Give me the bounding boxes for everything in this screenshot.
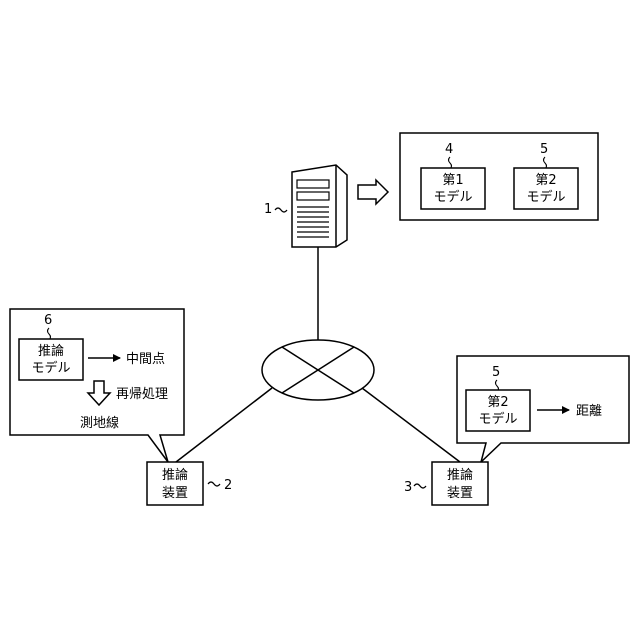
device-b-ref: 3 [404, 480, 412, 495]
callout-a-result: 測地線 [80, 415, 119, 431]
callout-b-model-ref: 5 [492, 365, 500, 380]
callout-b-model-line1: 第2 [487, 395, 508, 410]
device-b-line2: 装置 [447, 486, 473, 501]
callout-b-model-line2: モデル [478, 411, 517, 427]
device-b-ref-tilde [414, 484, 426, 488]
server-ref-tilde [275, 208, 287, 212]
device-a-line2: 装置 [162, 486, 188, 501]
callout-b-output: 距離 [576, 404, 602, 419]
model1-line2: モデル [433, 189, 472, 205]
device-b-line1: 推論 [447, 467, 473, 483]
callout-a-model-ref: 6 [44, 313, 52, 328]
network-device-b-link [362, 388, 460, 462]
hollow-arrow-icon [358, 180, 388, 204]
model1-ref: 4 [445, 142, 453, 157]
network-icon [262, 340, 374, 400]
model2-ref: 5 [540, 142, 548, 157]
device-a-ref: 2 [224, 478, 232, 493]
callout-a-model-line1: 推論 [38, 343, 64, 359]
model2-line2: モデル [526, 189, 565, 205]
model2-line1: 第2 [535, 173, 556, 188]
device-a-ref-tilde [208, 482, 220, 486]
callout-a-output: 中間点 [126, 352, 165, 367]
model1-line1: 第1 [442, 173, 463, 188]
callout-a-process: 再帰処理 [116, 386, 168, 402]
callout-a-model-line2: モデル [31, 360, 70, 376]
server-icon [292, 165, 347, 247]
network-device-a-link [176, 388, 272, 462]
device-a-line1: 推論 [162, 467, 188, 483]
server-ref: 1 [264, 202, 272, 217]
